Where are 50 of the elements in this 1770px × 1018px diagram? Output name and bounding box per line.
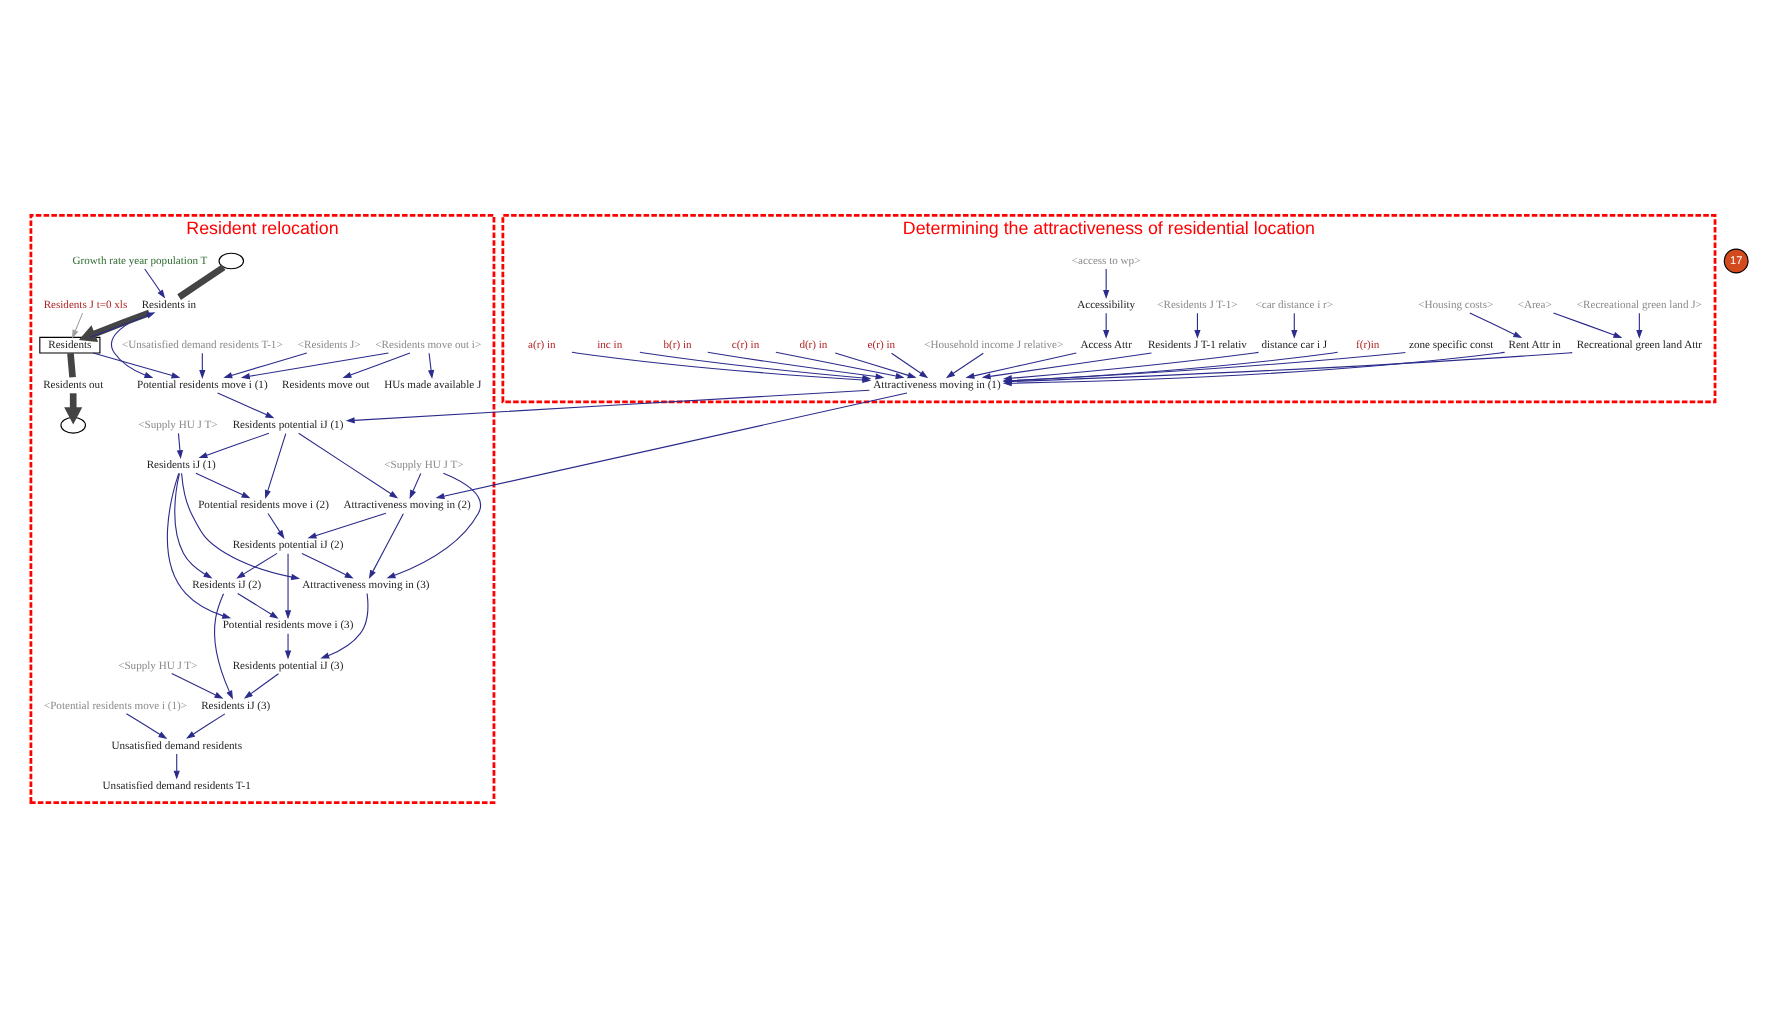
arrow: [144, 268, 166, 299]
connector: [67, 352, 76, 378]
arrow: [1103, 268, 1110, 299]
arrow: [214, 593, 233, 700]
connector: [177, 264, 226, 300]
arrow: [307, 512, 387, 539]
arrow: [264, 433, 287, 499]
arrow: [237, 592, 279, 619]
arrow: [981, 352, 1153, 380]
arrow: [78, 309, 151, 343]
arrow: [435, 392, 908, 500]
arrow: [890, 352, 929, 379]
arrow: [284, 633, 292, 660]
node-cloud: [218, 252, 245, 270]
arrow: [409, 472, 422, 499]
arrow: [301, 552, 354, 579]
arrow: [92, 352, 181, 379]
arrow: [320, 592, 369, 659]
arrow: [243, 673, 279, 699]
node-cloud: [60, 416, 86, 434]
arrow: [195, 472, 251, 499]
arrow: [236, 552, 278, 579]
arrow: [217, 392, 275, 419]
arrow: [72, 312, 84, 339]
arrow: [198, 432, 270, 459]
arrow: [125, 713, 168, 739]
arrow: [223, 352, 308, 379]
arrow: [345, 389, 870, 424]
arrow: [89, 312, 156, 338]
arrow: [166, 472, 232, 619]
arrow: [298, 432, 399, 499]
arrow: [368, 513, 404, 579]
arrow: [427, 352, 435, 379]
arrow: [284, 553, 292, 620]
arrow: [267, 512, 285, 539]
arrow: [171, 673, 224, 699]
arrow: [174, 472, 213, 579]
arrow: [342, 352, 411, 378]
arrow: [965, 352, 1077, 379]
arrow: [176, 432, 184, 460]
arrow: [1552, 312, 1623, 338]
arrow: [945, 352, 984, 379]
arrow: [186, 713, 226, 739]
arrow: [240, 352, 389, 380]
arrow: [181, 472, 301, 581]
arrow: [386, 472, 482, 579]
arrow: [834, 352, 917, 379]
arrow: [1469, 312, 1523, 339]
arrow: [110, 312, 154, 378]
arrow: [1002, 351, 1260, 382]
